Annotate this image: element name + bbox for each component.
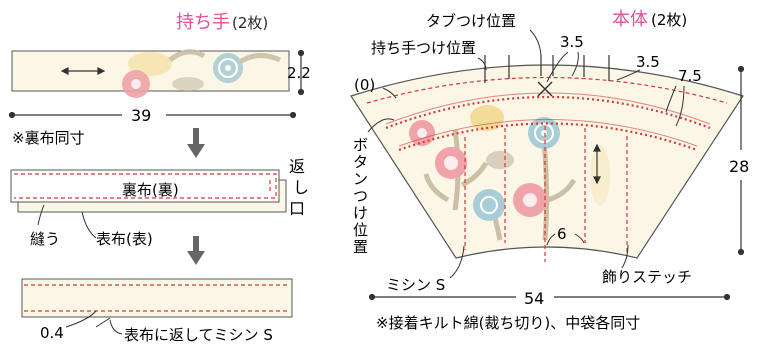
dimension-height-2-2 <box>297 49 305 96</box>
leader-tab <box>529 29 542 57</box>
svg-text:タ: タ <box>353 153 368 171</box>
decorative-stitch-1 <box>385 95 711 130</box>
handle-note: ※裏布同寸 <box>12 129 85 147</box>
body-section: 本体 (2枚) <box>350 9 749 332</box>
decorative-stitch-label: 飾りステッチ <box>602 268 692 286</box>
svg-text:位: 位 <box>353 221 368 239</box>
leader-instruction <box>109 319 123 335</box>
handle-position-label: 持ち手つけ位置 <box>371 39 476 57</box>
dimension-label-2-2: 2.2 <box>287 64 311 82</box>
dimension-label-28: 28 <box>729 157 749 176</box>
zero-label: (0) <box>354 76 375 94</box>
handle-section: 持ち手 (2枚) <box>8 12 311 344</box>
handle-title: 持ち手 <box>176 12 230 33</box>
dimension-label-6: 6 <box>557 225 567 243</box>
return-opening-label-3: 口 <box>289 199 305 218</box>
down-arrow-icon <box>187 236 205 265</box>
down-arrow-icon <box>187 128 205 158</box>
decorative-stitch-2 <box>398 122 698 152</box>
leader-3-5b <box>616 69 641 81</box>
lining-label: 裏布(裏) <box>122 181 179 199</box>
svg-text:つ: つ <box>353 187 368 205</box>
body-title: 本体 <box>612 9 648 30</box>
dimension-height-28 <box>737 65 745 256</box>
stitch-line-top <box>366 76 728 104</box>
leader-zero <box>382 87 397 99</box>
return-opening-label-1: 返 <box>289 157 305 176</box>
svg-text:ン: ン <box>353 170 368 188</box>
leader-machine <box>449 245 465 279</box>
body-note: ※接着キルト綿(裁ち切り)、中袋各同寸 <box>376 314 640 332</box>
handle-step3 <box>21 278 293 318</box>
flower-icon <box>122 49 282 98</box>
handle-step2: 裏布(裏) <box>10 169 287 213</box>
dimension-label-54: 54 <box>524 289 544 308</box>
leader-outer <box>81 211 97 239</box>
leader-6 <box>546 233 585 246</box>
machine-stitch-label: ミシン S <box>386 276 445 294</box>
dimension-width-39 <box>8 111 297 119</box>
vertical-arrow-icon <box>593 143 601 185</box>
leader-margin <box>65 310 111 328</box>
dimension-label-3-5b: 3.5 <box>636 53 660 71</box>
double-arrow-icon <box>60 67 106 75</box>
outer-fabric-label: 表布(表) <box>96 230 153 248</box>
return-opening-label-2: し <box>293 178 309 197</box>
leader-3-5a <box>546 51 579 83</box>
dimension-label-7-5: 7.5 <box>678 67 702 85</box>
svg-text:け: け <box>353 204 368 222</box>
svg-text:置: 置 <box>353 238 368 256</box>
leader-button <box>367 118 395 133</box>
step3-instruction: 表布に返してミシン S <box>124 326 273 344</box>
margin-label: 0.4 <box>40 324 64 342</box>
sew-label: 縫う <box>30 230 60 248</box>
handle-strip <box>11 49 290 98</box>
button-position-label: ボ タ ン つ け 位 置 <box>353 136 368 256</box>
position-ticks <box>484 55 610 83</box>
leader-handle-pos <box>477 57 487 71</box>
leader-sew <box>37 204 45 226</box>
tab-position-label: タブつけ位置 <box>426 12 516 30</box>
body-title-count: (2枚) <box>651 11 687 29</box>
dimension-label-3-5a: 3.5 <box>560 33 584 51</box>
handle-title-count: (2枚) <box>232 14 268 32</box>
vertical-stitches <box>464 126 628 262</box>
dimension-label-39: 39 <box>131 106 151 125</box>
leader-7-5 <box>665 85 685 127</box>
svg-text:ボ: ボ <box>353 136 368 154</box>
dimension-width-54 <box>368 293 731 301</box>
cross-mark-icon <box>537 81 553 97</box>
leader-deco <box>621 244 629 269</box>
